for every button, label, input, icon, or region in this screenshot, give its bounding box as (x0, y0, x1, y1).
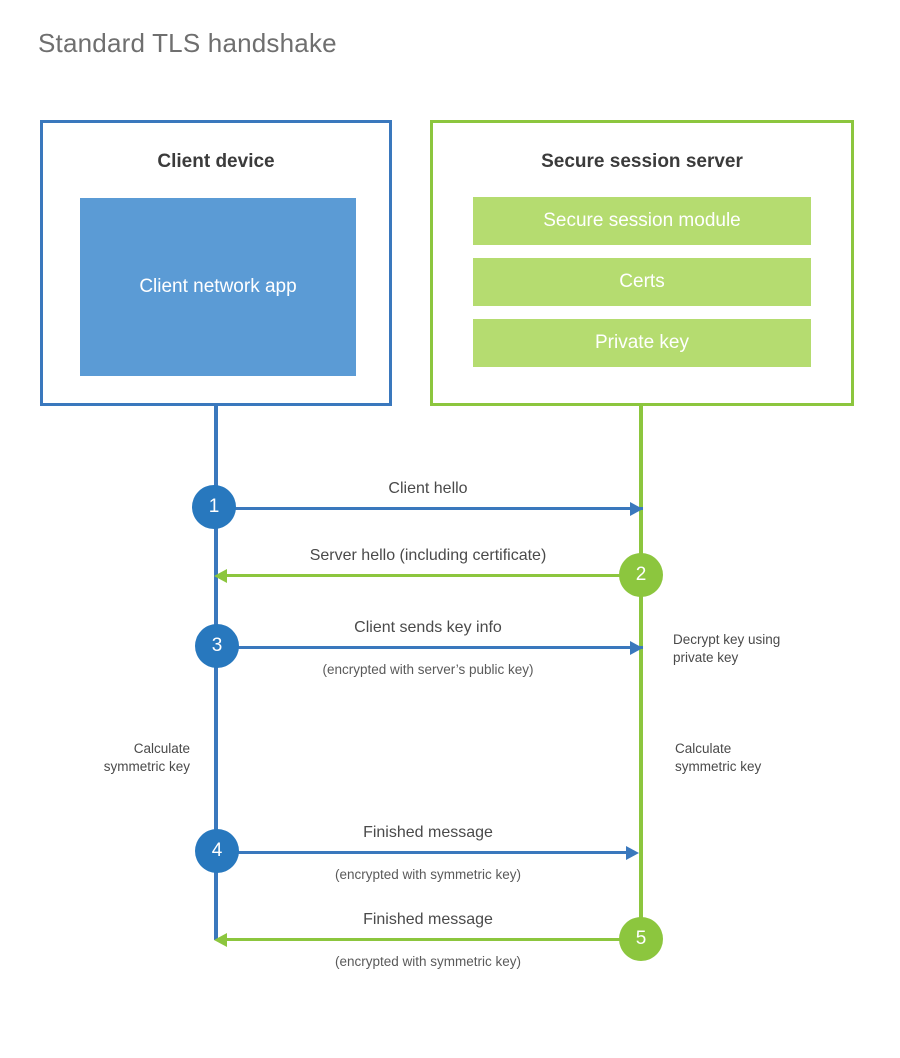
client-network-app-block: Client network app (80, 198, 356, 376)
server-components-list: Secure session module Certs Private key (473, 197, 811, 380)
message-4-label: Finished message (363, 824, 493, 841)
server-lifeline (639, 406, 643, 939)
message-4-arrowhead-right (626, 845, 639, 860)
message-3-arrowhead-right (630, 640, 643, 655)
message-5-label: Finished message (363, 911, 493, 928)
message-3-label: Client sends key info (354, 619, 502, 636)
annotation-server-decrypt-key: Decrypt key using private key (673, 632, 781, 666)
step-marker-1[interactable]: 1 (192, 485, 236, 529)
message-4-sublabel: (encrypted with symmetric key) (334, 867, 522, 882)
server-component-secure-session-module: Secure session module (473, 197, 811, 245)
server-component-certs: Certs (473, 258, 811, 306)
message-2-line (227, 574, 643, 577)
step-marker-2[interactable]: 2 (619, 553, 663, 597)
step-marker-5[interactable]: 5 (619, 917, 663, 961)
message-5-line (227, 938, 643, 941)
message-4-line (216, 851, 626, 854)
client-device-title: Client device (157, 151, 275, 172)
message-2-label: Server hello (including certificate) (309, 547, 547, 564)
message-3-line (216, 646, 643, 649)
message-5-arrowhead-left (214, 932, 227, 947)
message-3-sublabel: (encrypted with server’s public key) (322, 662, 534, 677)
annotation-client-calculate-symmetric-key: Calculate symmetric key (103, 741, 190, 775)
message-1-line (216, 507, 643, 510)
message-1-label: Client hello (388, 480, 468, 497)
message-2-arrowhead-left (214, 568, 227, 583)
secure-session-server-box: Secure session server Secure session mod… (430, 120, 854, 406)
secure-session-server-title: Secure session server (541, 151, 743, 172)
client-device-box: Client device Client network app (40, 120, 392, 406)
server-component-private-key: Private key (473, 319, 811, 367)
message-5-sublabel: (encrypted with symmetric key) (334, 954, 522, 969)
annotation-server-calculate-symmetric-key: Calculate symmetric key (675, 741, 762, 775)
step-marker-4[interactable]: 4 (195, 829, 239, 873)
message-1-arrowhead-right (630, 501, 643, 516)
client-lifeline (214, 406, 218, 940)
step-marker-3[interactable]: 3 (195, 624, 239, 668)
page-title: Standard TLS handshake (38, 28, 337, 58)
